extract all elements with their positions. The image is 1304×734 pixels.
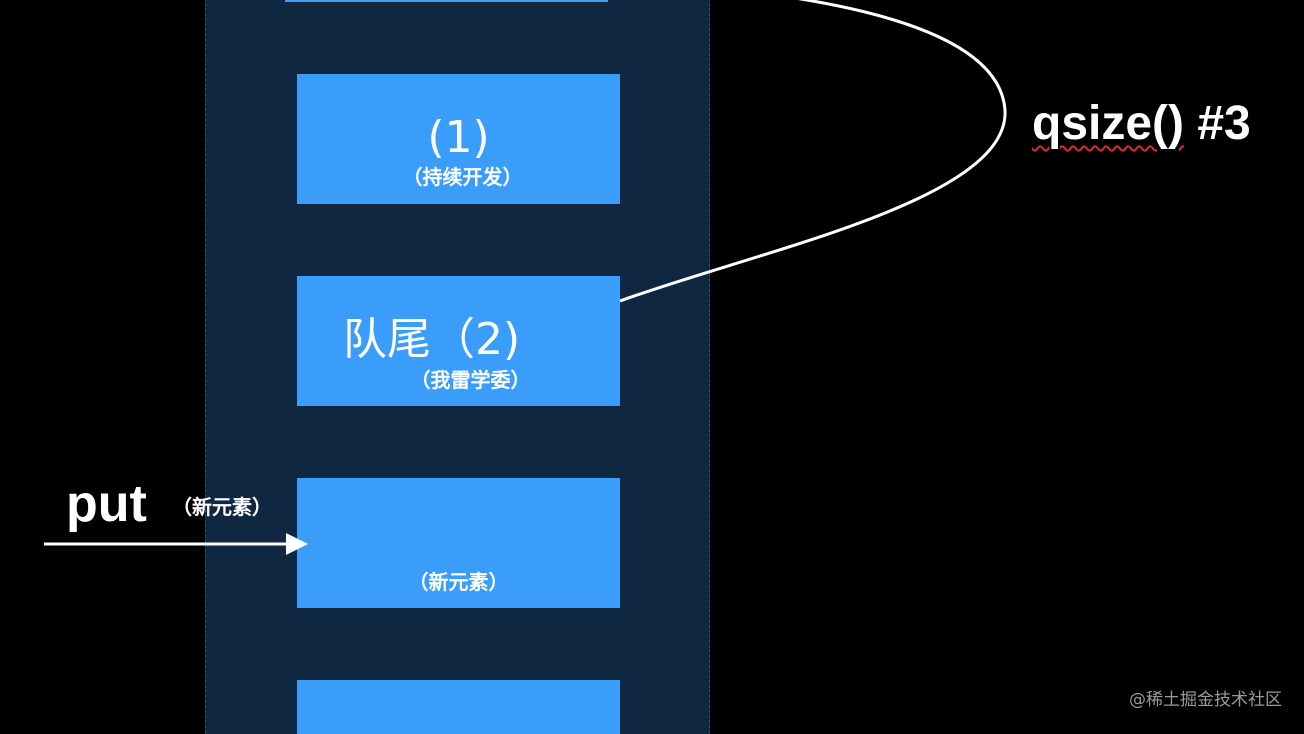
slot-1-subtitle: （持续开发） bbox=[402, 165, 523, 189]
qsize-count: #3 bbox=[1184, 97, 1251, 150]
queue-slot-new: （新元素） bbox=[297, 478, 620, 608]
qsize-function-name: qsize() bbox=[1032, 97, 1185, 150]
queue-slot-1: (1) （持续开发） bbox=[297, 74, 620, 204]
queue-slot-tail: 队尾（2) （我雷学委） bbox=[297, 276, 620, 406]
watermark: @稀土掘金技术社区 bbox=[1129, 690, 1282, 710]
slot-new-subtitle: （新元素） bbox=[408, 570, 509, 594]
put-subtitle: （新元素） bbox=[172, 495, 272, 519]
put-label: put bbox=[66, 475, 147, 533]
queue-slot-top-partial bbox=[285, 0, 608, 2]
qsize-label: qsize() #3 bbox=[1032, 96, 1251, 152]
slot-tail-subtitle: （我雷学委） bbox=[410, 368, 531, 392]
queue-slot-bottom-partial bbox=[297, 680, 620, 734]
slot-tail-title: 队尾（2) bbox=[343, 314, 521, 365]
slot-1-title: (1) bbox=[427, 112, 490, 163]
